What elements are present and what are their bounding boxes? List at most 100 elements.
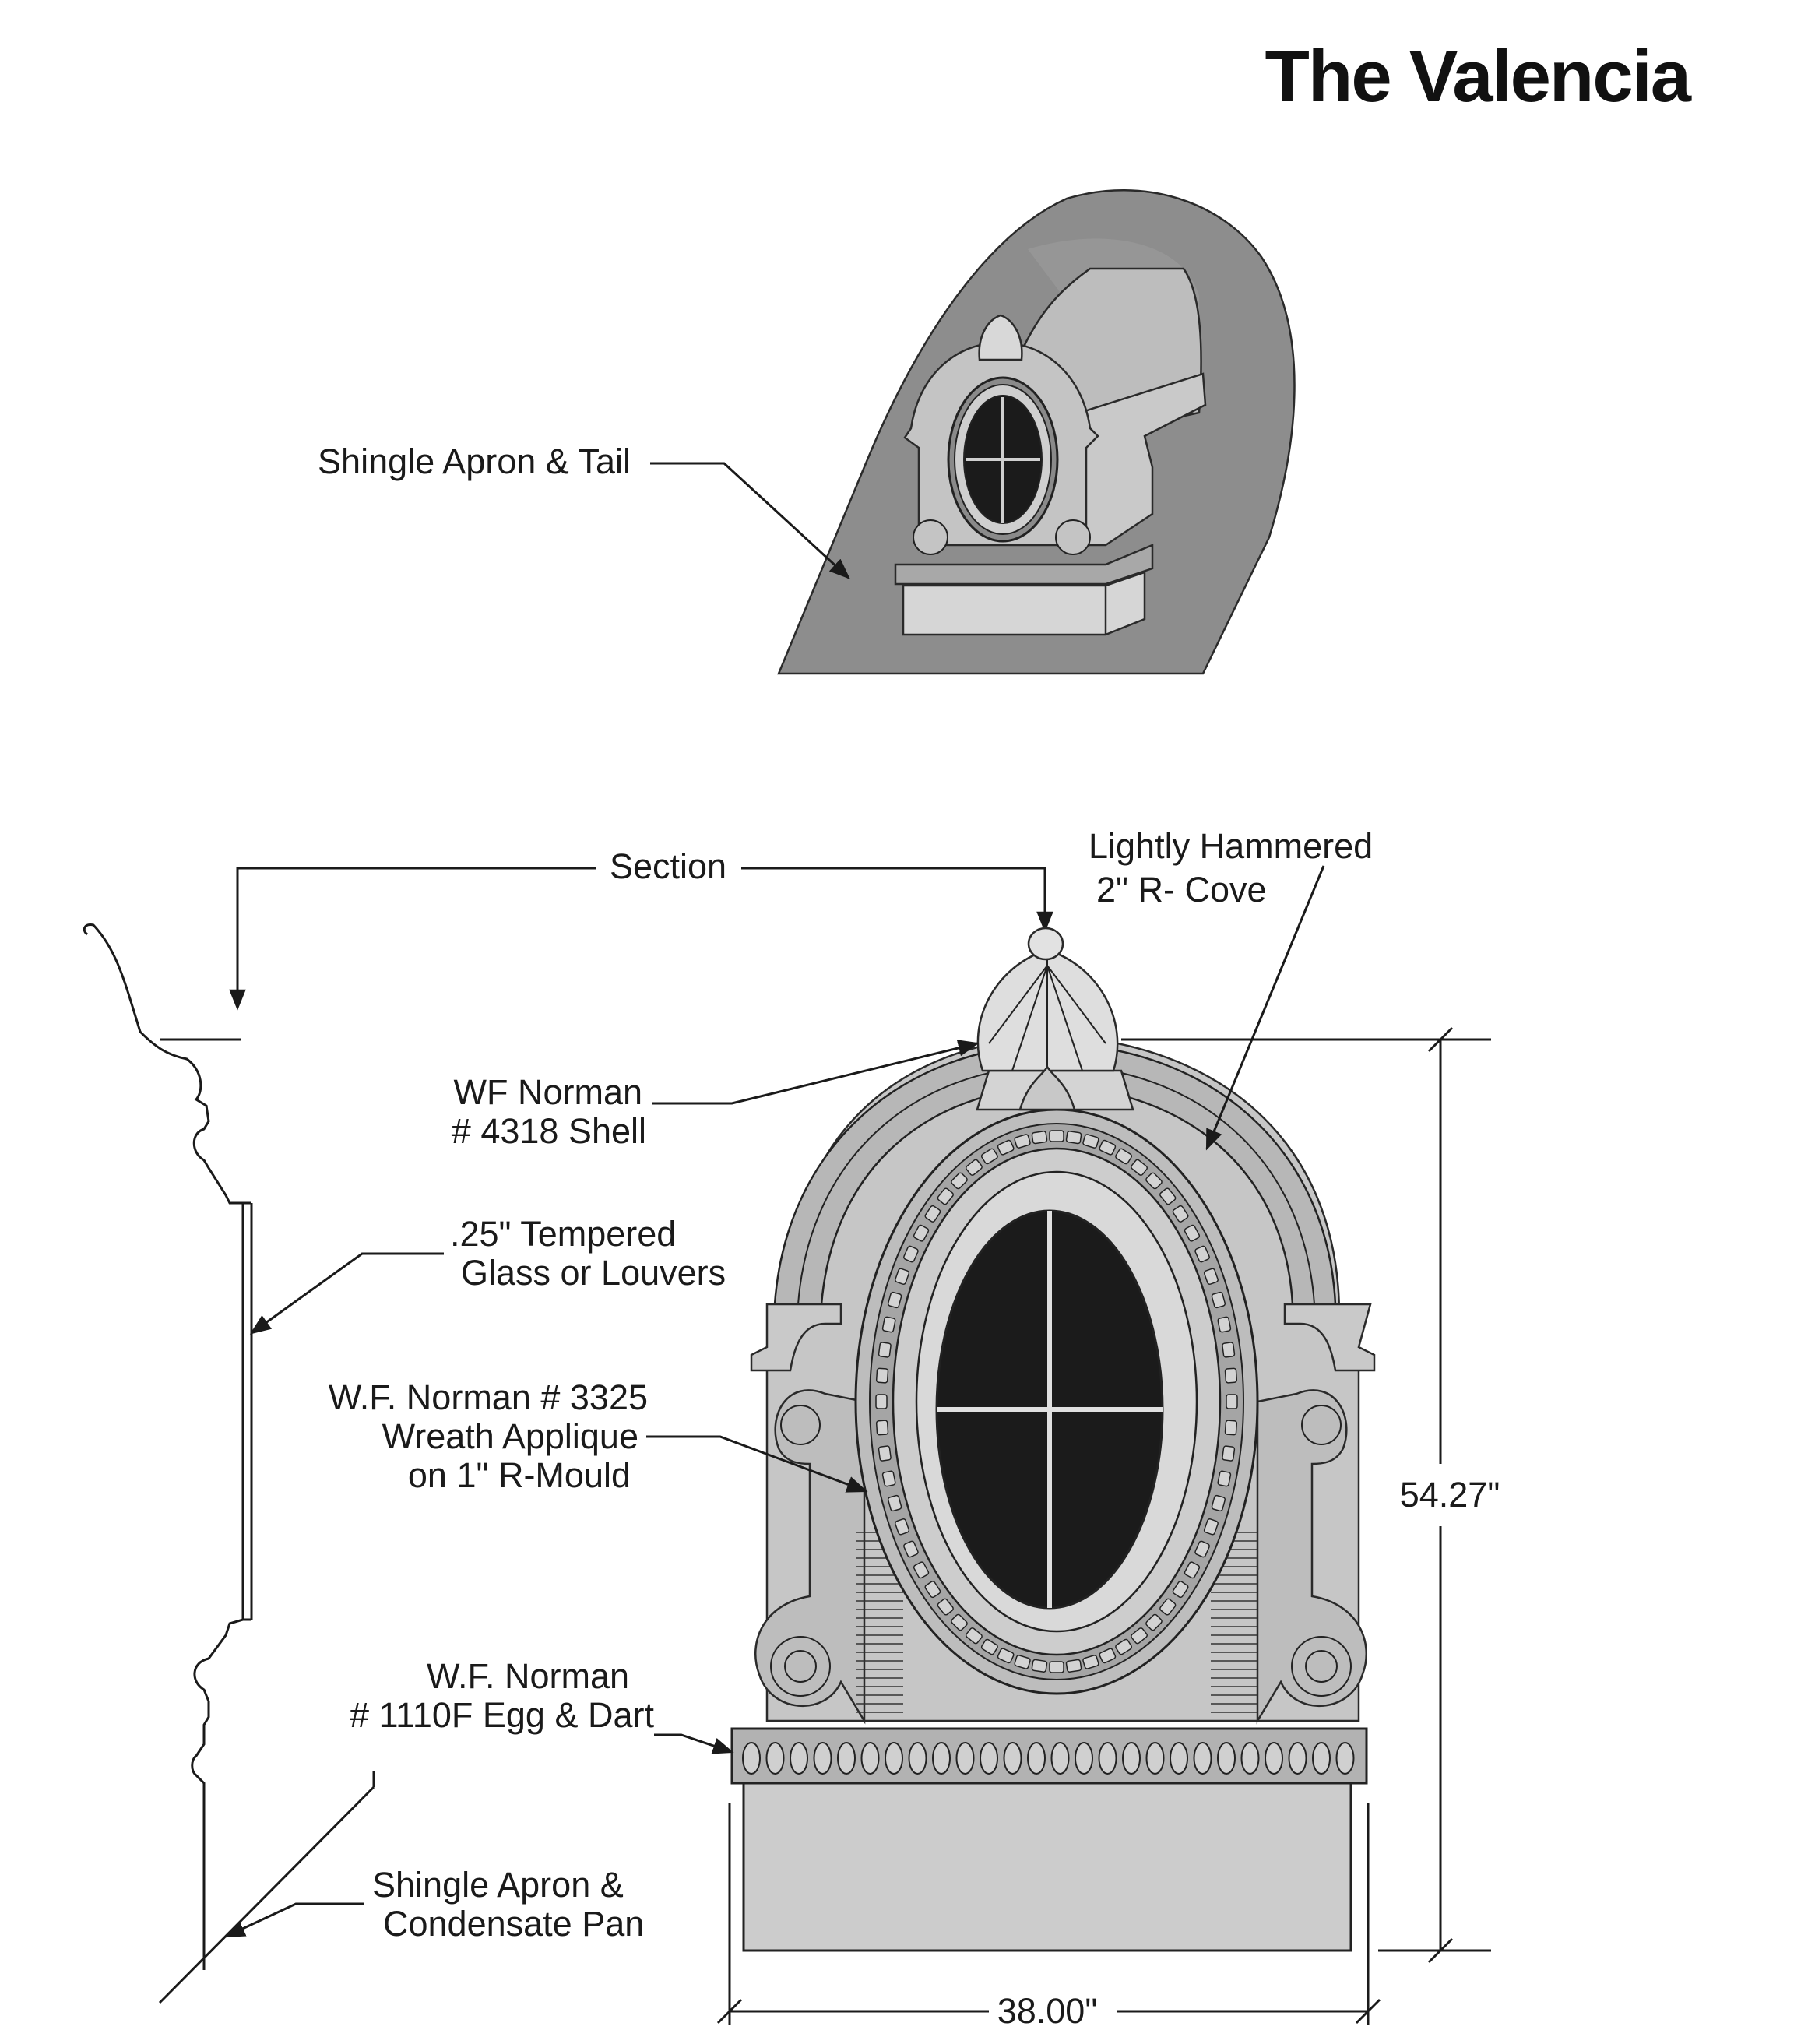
wreath-leaf [1065, 1131, 1082, 1145]
leader-shell [652, 1040, 980, 1105]
label-shingle-apron-tail: Shingle Apron & Tail [318, 442, 631, 481]
wreath-leaf [966, 1627, 983, 1645]
egg-ornament [1240, 1742, 1260, 1775]
label-section: Section [610, 846, 726, 886]
wreath-leaf [997, 1648, 1015, 1664]
wreath-leaf [1131, 1159, 1148, 1176]
leader-cove [1205, 865, 1325, 1151]
wreath-leaf [1159, 1187, 1177, 1205]
egg-ornament [765, 1742, 785, 1775]
wreath-leaf [881, 1316, 896, 1333]
label-egg-dart-line2: # 1110F Egg & Dart [350, 1695, 655, 1735]
wreath-leaf [895, 1268, 910, 1285]
wreath-leaf [878, 1445, 892, 1462]
wreath-leaf [1131, 1627, 1148, 1645]
wreath-leaf [1222, 1445, 1236, 1462]
shell-finial [976, 927, 1134, 1111]
wreath-leaf [1014, 1655, 1031, 1669]
egg-ornament [1265, 1742, 1283, 1775]
cornice-right [1283, 1303, 1376, 1372]
section-profile [83, 923, 253, 1970]
perspective-view [777, 189, 1296, 675]
wreath-leaf [1203, 1518, 1219, 1536]
wreath-leaf [951, 1172, 968, 1190]
wreath-leaf [1145, 1172, 1163, 1190]
wreath-leaf [878, 1342, 892, 1358]
wreath-leaf [875, 1367, 889, 1384]
wreath-leaf [1082, 1655, 1099, 1669]
dimension-height: 54.27" [1121, 1026, 1500, 1964]
wreath-leaf [1049, 1661, 1064, 1673]
wreath-leaf [903, 1245, 919, 1263]
wreath-leaf [1082, 1134, 1099, 1149]
label-wreath-line3: on 1" R-Mould [408, 1455, 631, 1495]
wreath-leaf [924, 1581, 941, 1599]
wreath-leaf [1099, 1648, 1117, 1664]
egg-ornament [1075, 1742, 1093, 1775]
label-cove-line2: 2" R- Cove [1096, 870, 1267, 909]
egg-ornament [955, 1742, 975, 1775]
dimension-width: 38.00" [716, 1803, 1381, 2031]
egg-ornament [1098, 1742, 1117, 1775]
label-wreath-line2: Wreath Applique [382, 1416, 638, 1456]
wreath-leaf [980, 1638, 998, 1655]
label-shell-line2: # 4318 Shell [452, 1111, 646, 1151]
label-apron-line1: Shingle Apron & [372, 1865, 624, 1905]
wreath-leaf [1184, 1224, 1201, 1242]
label-egg-dart-line1: W.F. Norman [427, 1656, 629, 1696]
egg-ornament [1288, 1742, 1307, 1775]
wreath-leaf [1203, 1268, 1219, 1285]
egg-ornament [932, 1742, 951, 1775]
wreath-leaf [1217, 1470, 1232, 1487]
egg-ornament [1145, 1742, 1165, 1775]
leader-section-left [229, 867, 596, 1011]
leader-apron [223, 1902, 364, 1938]
egg-dart-ornaments [742, 1742, 1355, 1775]
egg-ornament [813, 1742, 832, 1775]
perspective-volute-left [913, 519, 948, 555]
egg-ornament [860, 1742, 880, 1775]
wreath-leaf [1222, 1342, 1236, 1358]
egg-ornament [1312, 1742, 1331, 1775]
wreath-leaf [1049, 1130, 1064, 1142]
egg-ornament [1050, 1742, 1070, 1775]
egg-ornament [885, 1742, 903, 1775]
drawing-title: The Valencia [1265, 35, 1691, 117]
wreath-leaf [903, 1540, 919, 1558]
wreath-leaf [1211, 1291, 1226, 1309]
wreath-leaf [1226, 1394, 1238, 1409]
wreath-leaf [1172, 1581, 1189, 1599]
wreath-leaf [1194, 1540, 1210, 1558]
wreath-leaf [1184, 1561, 1201, 1579]
egg-ornament [1170, 1742, 1188, 1775]
wreath-leaf [1014, 1134, 1031, 1149]
egg-ornament [1335, 1742, 1355, 1775]
label-apron-line2: Condensate Pan [383, 1904, 644, 1944]
section-cut-line [158, 1771, 375, 2004]
wreath-leaf [1065, 1659, 1082, 1673]
label-cove-line1: Lightly Hammered [1089, 826, 1373, 866]
egg-ornament [908, 1742, 927, 1775]
wreath-leaf [924, 1205, 941, 1223]
egg-ornament [980, 1742, 998, 1775]
wreath-leaf [1211, 1494, 1226, 1512]
wreath-leaf [887, 1291, 902, 1309]
wreath-leaf [1031, 1659, 1048, 1673]
leader-section-right [741, 867, 1053, 933]
label-glass-line1: .25" Tempered [450, 1214, 676, 1254]
wreath-leaf [1217, 1316, 1232, 1333]
label-shell-line1: WF Norman [453, 1072, 642, 1112]
leader-shingle-apron-tail [650, 462, 850, 579]
wreath-leaf [1099, 1139, 1117, 1156]
dimension-height-label: 54.27" [1400, 1475, 1500, 1515]
wreath-leaf [937, 1598, 954, 1616]
egg-ornament [1027, 1742, 1046, 1775]
wreath-leaf [895, 1518, 910, 1536]
wreath-leaf [1115, 1638, 1133, 1655]
volute-left [754, 1389, 866, 1725]
cornice-left [750, 1303, 842, 1372]
egg-ornament [837, 1742, 856, 1775]
wreath-leaf [997, 1139, 1015, 1156]
wreath-leaf [1172, 1205, 1189, 1223]
volute-right [1256, 1389, 1367, 1725]
